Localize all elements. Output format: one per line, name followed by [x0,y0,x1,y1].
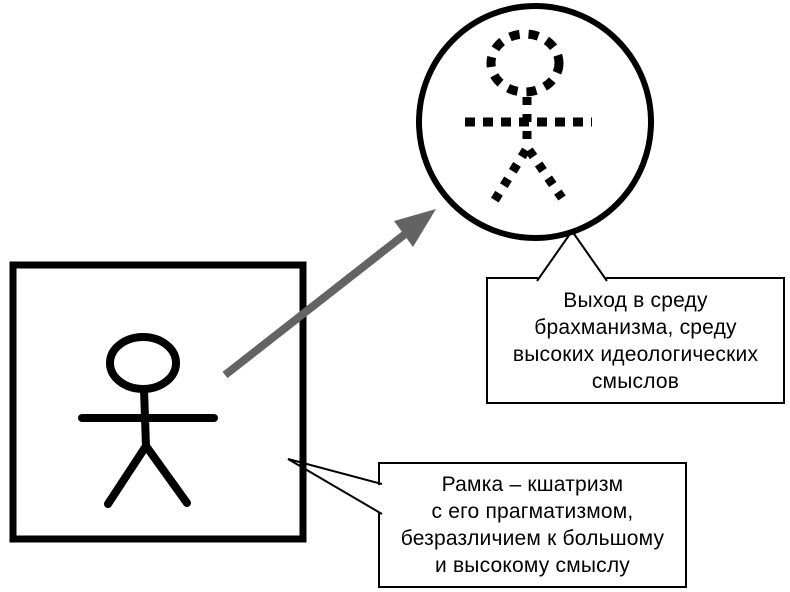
callout-brahmanism-pointer-notch [538,276,606,282]
callout-line: смыслов [591,369,680,393]
dotted-figure-head [486,29,564,97]
callout-line: Выход в среду [563,288,708,312]
callout-frame-pointer-notch [377,485,383,513]
transition-arrow-head [394,209,436,247]
callout-line: безразличием к большому [400,527,665,550]
callout-frame-text: Рамка – кшатризм с его прагматизмом, без… [380,464,685,586]
callout-frame-box [378,462,687,588]
transition-arrow-icon [222,209,436,379]
callout-line: и высокому смыслу [434,554,631,577]
brahmanism-circle [416,3,654,241]
dotted-stick-figure-icon [465,29,592,206]
callout-brahmanism-pointer [536,229,608,282]
transition-arrow-line [222,227,412,379]
callout-brahmanism-text: Выход в среду брахманизма, среду высоких… [488,279,783,402]
callout-line: брахманизма, среду [534,315,737,339]
solid-stick-figure-icon [78,333,218,508]
callout-frame-pointer [287,458,383,515]
kshatrism-frame-square [9,261,307,543]
callout-line: с его прагматизмом, [431,500,634,523]
dotted-figure-left-leg [489,147,530,206]
callout-line: высоких идеологических [512,342,759,366]
callout-line: Рамка – кшатризм [441,473,624,496]
callout-brahmanism-box [486,277,785,404]
solid-figure-legs [104,442,191,508]
